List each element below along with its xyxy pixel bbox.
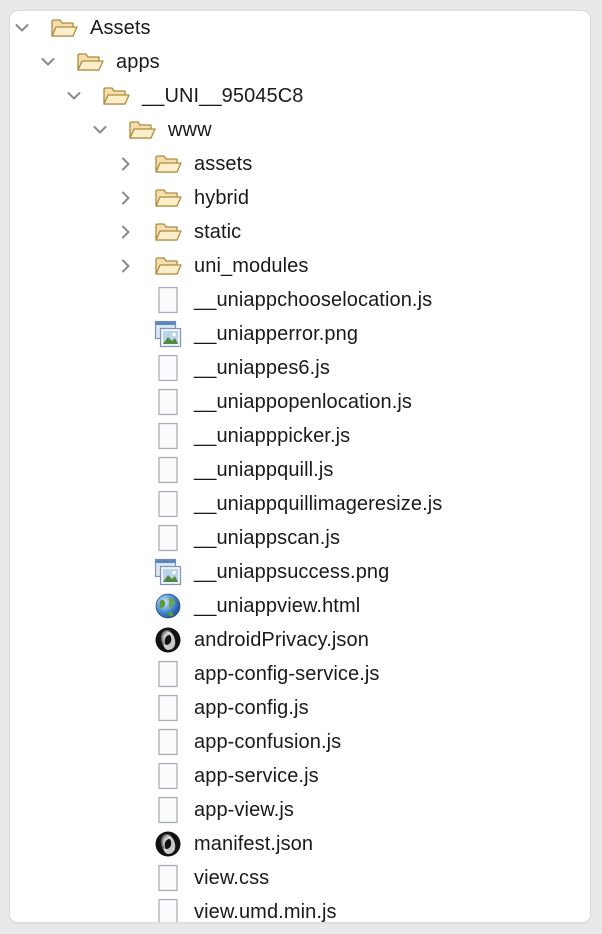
tree-item-label: app-service.js	[194, 765, 319, 787]
file-icon	[154, 354, 182, 382]
tree-item-label: __uniapperror.png	[194, 323, 359, 345]
tree-item-label: __uniappscan.js	[194, 527, 341, 549]
image-file-icon	[154, 320, 182, 348]
tree-file-view-umd-min-js[interactable]: view.umd.min.js	[10, 895, 590, 922]
tree-file-app-service-js[interactable]: app-service.js	[10, 759, 590, 793]
tree-item-label: __uniappopenlocation.js	[194, 391, 413, 413]
html-globe-icon	[154, 592, 182, 620]
tree-file-view-css[interactable]: view.css	[10, 861, 590, 895]
tree-file-uniappes6-js[interactable]: __uniappes6.js	[10, 351, 590, 385]
file-icon	[154, 762, 182, 790]
folder-icon	[154, 184, 182, 212]
tree-file-app-view-js[interactable]: app-view.js	[10, 793, 590, 827]
folder-icon	[50, 14, 78, 42]
file-icon	[154, 728, 182, 756]
tree-file-uniappchooselocation-js[interactable]: __uniappchooselocation.js	[10, 283, 590, 317]
tree-file-uniappview-html[interactable]: __uniappview.html	[10, 589, 590, 623]
folder-icon	[128, 116, 156, 144]
tree-file-app-config-js[interactable]: app-config.js	[10, 691, 590, 725]
file-icon	[154, 490, 182, 518]
chevron-down-icon[interactable]	[66, 88, 82, 104]
tree-item-label: __uniappview.html	[194, 595, 361, 617]
chevron-right-icon[interactable]	[118, 258, 134, 274]
tree-folder-apps[interactable]: apps	[10, 45, 590, 79]
folder-icon	[154, 150, 182, 178]
tree-item-label: www	[168, 119, 212, 141]
tree-item-label: __uniapppicker.js	[194, 425, 351, 447]
tree-item-label: __uniappsuccess.png	[194, 561, 390, 583]
chevron-right-icon[interactable]	[118, 190, 134, 206]
tree-item-label: __uniappchooselocation.js	[194, 289, 433, 311]
tree-file-uniappquillimageresize-js[interactable]: __uniappquillimageresize.js	[10, 487, 590, 521]
file-icon	[154, 286, 182, 314]
tree-item-label: uni_modules	[194, 255, 309, 277]
tree-folder-hybrid[interactable]: hybrid	[10, 181, 590, 215]
file-icon	[154, 388, 182, 416]
folder-icon	[154, 218, 182, 246]
tree-folder-assets[interactable]: assets	[10, 147, 590, 181]
folder-icon	[102, 82, 130, 110]
tree-item-label: view.css	[194, 867, 270, 889]
tree-item-label: app-confusion.js	[194, 731, 342, 753]
tree-file-uniappscan-js[interactable]: __uniappscan.js	[10, 521, 590, 555]
tree-file-androidprivacy-json[interactable]: androidPrivacy.json	[10, 623, 590, 657]
file-icon	[154, 694, 182, 722]
tree-item-label: Assets	[90, 17, 151, 39]
tree-item-label: apps	[116, 51, 160, 73]
tree-folder-static[interactable]: static	[10, 215, 590, 249]
tree-file-manifest-json[interactable]: manifest.json	[10, 827, 590, 861]
tree-item-label: __uniappquill.js	[194, 459, 334, 481]
folder-icon	[76, 48, 104, 76]
tree-item-label: __UNI__95045C8	[142, 85, 304, 107]
tree-item-label: hybrid	[194, 187, 250, 209]
tree-file-app-confusion-js[interactable]: app-confusion.js	[10, 725, 590, 759]
file-icon	[154, 796, 182, 824]
tree-item-label: static	[194, 221, 242, 243]
file-icon	[154, 898, 182, 922]
tree-item-label: app-config.js	[194, 697, 309, 719]
file-icon	[154, 422, 182, 450]
tree-folder-uni-95045c8[interactable]: __UNI__95045C8	[10, 79, 590, 113]
tree-item-label: app-config-service.js	[194, 663, 380, 685]
tree-file-app-config-service-js[interactable]: app-config-service.js	[10, 657, 590, 691]
tree-item-label: assets	[194, 153, 253, 175]
tree-folder-assets[interactable]: Assets	[10, 11, 590, 45]
folder-icon	[154, 252, 182, 280]
file-icon	[154, 456, 182, 484]
tree-file-uniapperror-png[interactable]: __uniapperror.png	[10, 317, 590, 351]
tree-file-uniappsuccess-png[interactable]: __uniappsuccess.png	[10, 555, 590, 589]
tree-item-label: manifest.json	[194, 833, 314, 855]
chevron-right-icon[interactable]	[118, 224, 134, 240]
tree-item-label: view.umd.min.js	[194, 901, 337, 922]
file-icon	[154, 524, 182, 552]
tree-file-uniappquill-js[interactable]: __uniappquill.js	[10, 453, 590, 487]
chevron-right-icon[interactable]	[118, 156, 134, 172]
tree-folder-uni-modules[interactable]: uni_modules	[10, 249, 590, 283]
chevron-down-icon[interactable]	[14, 20, 30, 36]
tree-item-label: __uniappquillimageresize.js	[194, 493, 443, 515]
file-icon	[154, 660, 182, 688]
tree-item-label: app-view.js	[194, 799, 295, 821]
image-file-icon	[154, 558, 182, 586]
json-file-icon	[154, 626, 182, 654]
tree-item-label: androidPrivacy.json	[194, 629, 369, 651]
tree-file-uniapppicker-js[interactable]: __uniapppicker.js	[10, 419, 590, 453]
file-icon	[154, 864, 182, 892]
tree-folder-www[interactable]: www	[10, 113, 590, 147]
tree-file-uniappopenlocation-js[interactable]: __uniappopenlocation.js	[10, 385, 590, 419]
tree-item-label: __uniappes6.js	[194, 357, 330, 379]
chevron-down-icon[interactable]	[92, 122, 108, 138]
chevron-down-icon[interactable]	[40, 54, 56, 70]
json-file-icon	[154, 830, 182, 858]
